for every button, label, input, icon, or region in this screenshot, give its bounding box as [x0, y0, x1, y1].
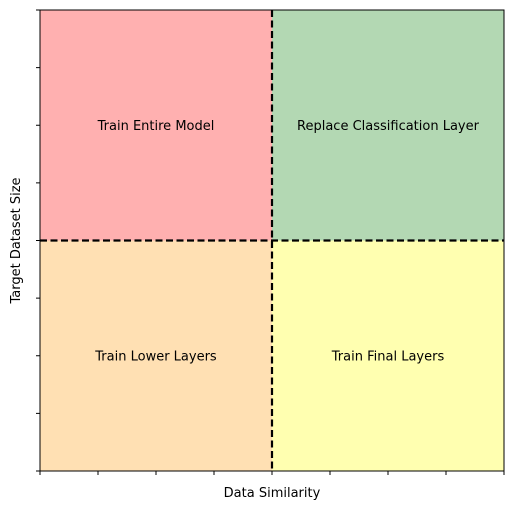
quadrant-label-train-lower-layers: Train Lower Layers	[94, 349, 217, 364]
tick-layer	[36, 9, 505, 475]
quadrant-label-replace-classification-layer: Replace Classification Layer	[297, 119, 480, 134]
quadrant-train-lower-layers	[40, 240, 272, 471]
quadrant-label-train-final-layers: Train Final Layers	[331, 349, 445, 364]
x-axis-label: Data Similarity	[224, 486, 321, 501]
quadrant-label-train-entire-model: Train Entire Model	[97, 119, 215, 134]
quadrant-layer	[40, 10, 504, 471]
quadrant-train-entire-model	[40, 10, 272, 241]
quadrant-train-final-layers	[272, 240, 504, 471]
y-axis-label: Target Dataset Size	[9, 177, 24, 304]
quadrant-label-layer: Train Entire Model Replace Classification…	[94, 119, 479, 365]
quadrant-replace-classification-layer	[272, 10, 504, 241]
divider-layer	[40, 10, 504, 471]
